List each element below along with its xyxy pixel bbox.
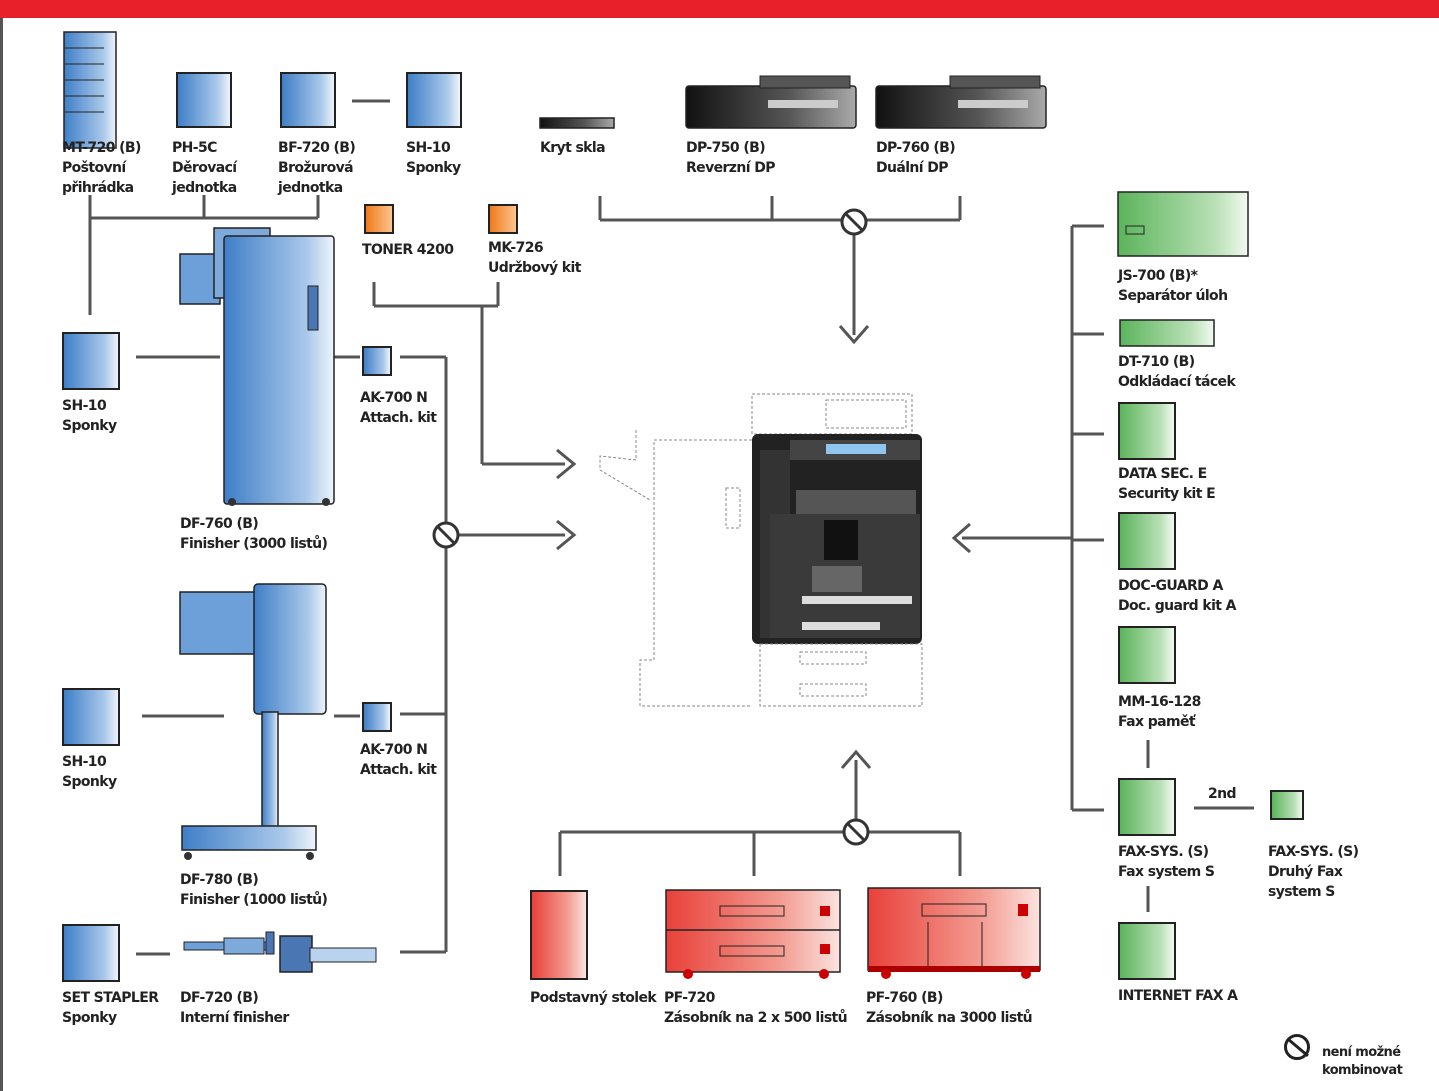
label-df760: DF-760 (B)Finisher (3000 listů) [180,516,328,552]
label-internetfax: INTERNET FAX A [1118,988,1238,1004]
internetfax-image [1118,922,1176,980]
label-podstavny: Podstavný stolek [530,990,657,1006]
faxsys-image [1118,778,1176,836]
left-border [0,18,3,1091]
header-bar [0,0,1439,18]
ak700-1-image [362,346,392,376]
label-df780: DF-780 (B)Finisher (1000 listů) [180,872,328,908]
label-dp750: DP-750 (B)Reverzní DP [686,140,775,176]
label-js700: JS-700 (B)*Separátor úloh [1118,268,1228,304]
ph5c-image [176,72,232,128]
sh10-top-image [406,72,462,128]
docguard-image [1118,512,1176,570]
faxsys2-image [1270,790,1304,820]
mk726-image [488,204,518,234]
label-kryt: Kryt skla [540,140,606,156]
ak700-2-image [362,702,392,732]
bf720-image [280,72,336,128]
mm16-image [1118,626,1176,684]
label-dp760: DP-760 (B)Duální DP [876,140,956,176]
setstapler-image [62,924,120,982]
toner-image [364,204,394,234]
label-df720: DF-720 (B)Interní finisher [180,990,289,1026]
podstavny-image [530,890,588,980]
sh10-mid-image [62,332,120,390]
label-toner: TONER 4200 [362,242,454,258]
datasec-image [1118,402,1176,460]
sh10-low-image [62,688,120,746]
label-pf760: PF-760 (B)Zásobník na 3000 listů [866,990,1033,1026]
not-combinable-icon [1284,1034,1310,1060]
label-dt710: DT-710 (B)Odkládací tácek [1118,354,1236,390]
label-faxsys: FAX-SYS. (S)Fax system S [1118,844,1215,880]
label-second: 2nd [1208,786,1237,802]
